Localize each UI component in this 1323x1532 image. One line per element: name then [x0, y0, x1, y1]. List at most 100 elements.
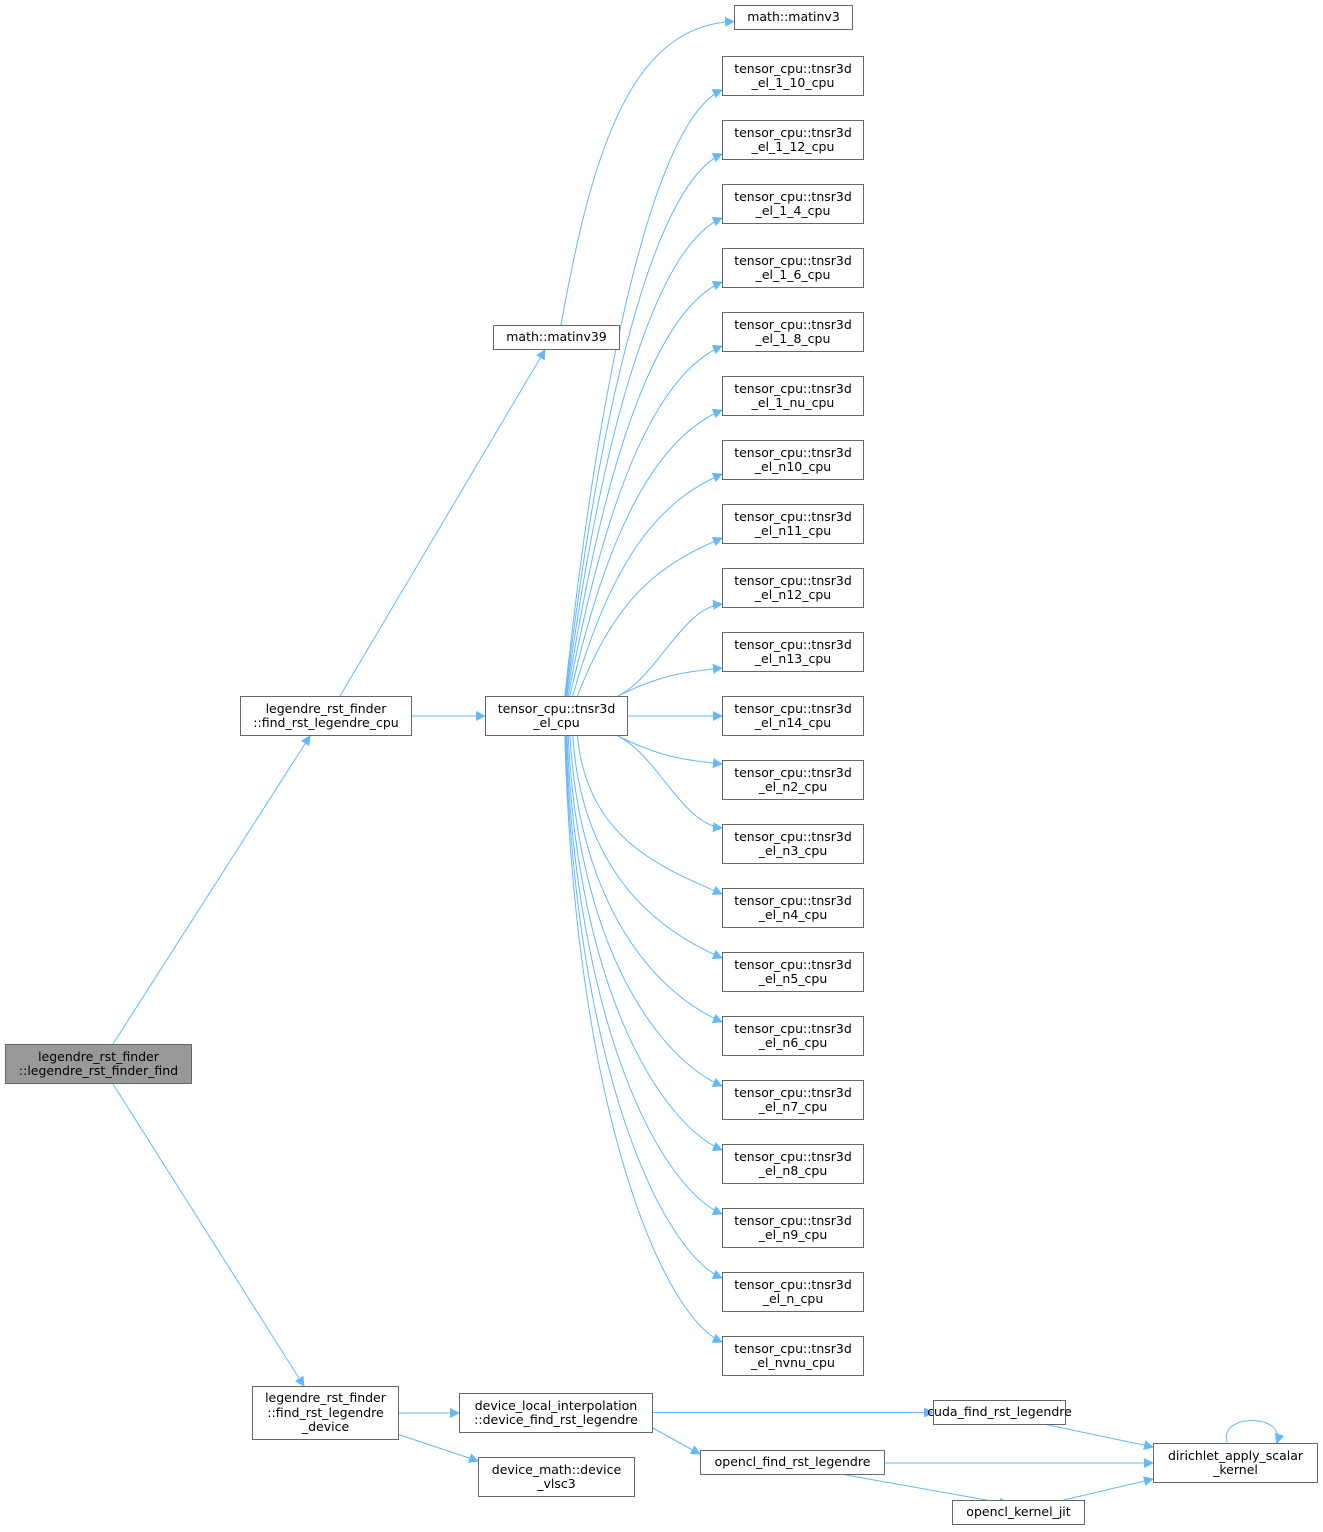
- node-label-line: legendre_rst_finder: [265, 1390, 386, 1406]
- node-find-cpu[interactable]: legendre_rst_finder::find_rst_legendre_c…: [240, 696, 412, 736]
- edge-find-device-to-vlsc3: [396, 1433, 479, 1463]
- node-cuda-find[interactable]: cuda_find_rst_legendre: [927, 1400, 1072, 1425]
- node-el-n8[interactable]: tensor_cpu::tnsr3d_el_n8_cpu: [722, 1144, 864, 1184]
- node-label-line: _el_n6_cpu: [758, 1035, 828, 1050]
- edge-dev-find-to-opencl-find: [650, 1426, 701, 1455]
- node-label-line: tensor_cpu::tnsr3d: [734, 380, 852, 396]
- node-el-1-8[interactable]: tensor_cpu::tnsr3d_el_1_8_cpu: [722, 312, 864, 352]
- node-label-line: _el_1_10_cpu: [751, 75, 835, 90]
- node-matinv39[interactable]: math::matinv39: [493, 325, 620, 350]
- node-label-line: _el_n4_cpu: [758, 907, 828, 922]
- node-label-line: tensor_cpu::tnsr3d: [734, 124, 852, 140]
- node-vlsc3[interactable]: device_math::device_vlsc3: [478, 1457, 635, 1497]
- node-label-line: _el_n8_cpu: [758, 1163, 828, 1178]
- node-label-line: opencl_find_rst_legendre: [714, 1454, 871, 1470]
- node-label-line: math::matinv39: [506, 329, 607, 345]
- node-el-n[interactable]: tensor_cpu::tnsr3d_el_n_cpu: [722, 1272, 864, 1312]
- node-label-line: _vlsc3: [537, 1476, 576, 1491]
- node-label-line: _el_n13_cpu: [754, 651, 832, 666]
- node-el-n3[interactable]: tensor_cpu::tnsr3d_el_n3_cpu: [722, 824, 864, 864]
- node-el-n12[interactable]: tensor_cpu::tnsr3d_el_n12_cpu: [722, 568, 864, 608]
- node-label-line: _el_n14_cpu: [754, 715, 832, 730]
- edge-tnsr3d-el-cpu-to-el-n6: [569, 735, 723, 1024]
- node-label-line: _el_n3_cpu: [758, 843, 828, 858]
- node-tnsr3d-el-cpu[interactable]: tensor_cpu::tnsr3d_el_cpu: [485, 696, 628, 736]
- node-el-n5[interactable]: tensor_cpu::tnsr3d_el_n5_cpu: [722, 952, 864, 992]
- node-label-line: legendre_rst_finder: [265, 700, 387, 716]
- node-label-line: ::find_rst_legendre_cpu: [253, 715, 399, 730]
- node-el-1-nu[interactable]: tensor_cpu::tnsr3d_el_1_nu_cpu: [722, 376, 864, 416]
- node-el-nvnu[interactable]: tensor_cpu::tnsr3d_el_nvnu_cpu: [722, 1336, 864, 1376]
- node-label-line: _el_cpu: [533, 715, 580, 730]
- node-find-device[interactable]: legendre_rst_finder::find_rst_legendre_d…: [252, 1386, 399, 1440]
- edge-tnsr3d-el-cpu-to-el-n4: [576, 735, 723, 896]
- node-label-line: tensor_cpu::tnsr3d: [734, 1340, 852, 1356]
- edge-tnsr3d-el-cpu-to-el-n13: [617, 663, 723, 697]
- node-el-n7[interactable]: tensor_cpu::tnsr3d_el_n7_cpu: [722, 1080, 864, 1120]
- node-matinv3[interactable]: math::matinv3: [734, 5, 853, 30]
- edge-tnsr3d-el-cpu-to-el-n8: [566, 735, 723, 1151]
- node-label-line: tensor_cpu::tnsr3d: [734, 828, 852, 844]
- node-dev-find[interactable]: device_local_interpolation::device_find_…: [459, 1393, 653, 1433]
- node-label-line: _el_nvnu_cpu: [751, 1355, 835, 1370]
- node-el-n4[interactable]: tensor_cpu::tnsr3d_el_n4_cpu: [722, 888, 864, 928]
- node-label-line: _el_1_nu_cpu: [751, 395, 835, 410]
- node-label-line: _el_n5_cpu: [758, 971, 828, 986]
- node-el-n10[interactable]: tensor_cpu::tnsr3d_el_n10_cpu: [722, 440, 864, 480]
- node-label-line: tensor_cpu::tnsr3d: [734, 700, 852, 716]
- edge-dirichlet-to-dirichlet: [1225, 1420, 1285, 1444]
- node-el-n6[interactable]: tensor_cpu::tnsr3d_el_n6_cpu: [722, 1016, 864, 1056]
- node-opencl-jit[interactable]: opencl_kernel_jit: [952, 1500, 1085, 1525]
- node-label-line: tensor_cpu::tnsr3d: [734, 892, 852, 908]
- edge-tnsr3d-el-cpu-to-el-n: [564, 735, 723, 1279]
- node-el-n2[interactable]: tensor_cpu::tnsr3d_el_n2_cpu: [722, 760, 864, 800]
- edge-tnsr3d-el-cpu-to-el-1-nu: [569, 408, 723, 697]
- node-el-1-6[interactable]: tensor_cpu::tnsr3d_el_1_6_cpu: [722, 248, 864, 288]
- node-label-line: _el_n9_cpu: [758, 1227, 828, 1242]
- node-label-line: _el_n11_cpu: [754, 523, 832, 538]
- edge-tnsr3d-el-cpu-to-el-1-8: [567, 345, 723, 697]
- node-label-line: tensor_cpu::tnsr3d: [734, 252, 852, 268]
- edge-tnsr3d-el-cpu-to-el-1-10: [564, 89, 723, 697]
- node-label-line: tensor_cpu::tnsr3d: [734, 188, 852, 204]
- node-label-line: tensor_cpu::tnsr3d: [734, 572, 852, 588]
- edge-tnsr3d-el-cpu-to-el-n10: [572, 472, 723, 697]
- node-el-n11[interactable]: tensor_cpu::tnsr3d_el_n11_cpu: [722, 504, 864, 544]
- node-el-n13[interactable]: tensor_cpu::tnsr3d_el_n13_cpu: [722, 632, 864, 672]
- node-root: legendre_rst_finder::legendre_rst_finder…: [5, 1044, 192, 1084]
- node-label-line: _el_1_8_cpu: [755, 331, 831, 346]
- node-label-line: _el_n10_cpu: [754, 459, 832, 474]
- edge-tnsr3d-el-cpu-to-el-n7: [567, 735, 723, 1087]
- edge-tnsr3d-el-cpu-to-el-1-6: [566, 281, 723, 697]
- edge-tnsr3d-el-cpu-to-el-n9: [565, 735, 723, 1215]
- edge-tnsr3d-el-cpu-to-el-n12: [617, 599, 723, 697]
- edge-matinv39-to-matinv3: [560, 16, 735, 326]
- node-label-line: ::find_rst_legendre: [267, 1404, 384, 1420]
- node-label-line: device_math::device: [491, 1461, 622, 1477]
- node-el-1-10[interactable]: tensor_cpu::tnsr3d_el_1_10_cpu: [722, 56, 864, 96]
- edge-tnsr3d-el-cpu-to-el-n3: [617, 735, 723, 833]
- node-el-1-4[interactable]: tensor_cpu::tnsr3d_el_1_4_cpu: [722, 184, 864, 224]
- node-label-line: legendre_rst_finder: [38, 1048, 159, 1064]
- node-opencl-find[interactable]: opencl_find_rst_legendre: [700, 1450, 885, 1475]
- node-el-1-12[interactable]: tensor_cpu::tnsr3d_el_1_12_cpu: [722, 120, 864, 160]
- node-label-line: _el_n7_cpu: [758, 1099, 828, 1114]
- node-label-line: math::matinv3: [747, 9, 840, 25]
- node-label-line: tensor_cpu::tnsr3d: [734, 764, 852, 780]
- edge-tnsr3d-el-cpu-to-el-nvnu: [564, 735, 723, 1343]
- node-label-line: tensor_cpu::tnsr3d: [734, 956, 852, 972]
- node-label-line: tensor_cpu::tnsr3d: [734, 636, 852, 652]
- node-label-line: cuda_find_rst_legendre: [927, 1404, 1072, 1420]
- node-el-n9[interactable]: tensor_cpu::tnsr3d_el_n9_cpu: [722, 1208, 864, 1248]
- edge-tnsr3d-el-cpu-to-el-1-4: [565, 217, 723, 697]
- edge-tnsr3d-el-cpu-to-el-n5: [572, 735, 723, 960]
- node-label-line: ::legendre_rst_finder_find: [18, 1063, 179, 1078]
- edge-root-to-find-cpu: [112, 735, 311, 1045]
- node-label-line: _el_n2_cpu: [758, 779, 828, 794]
- node-dirichlet[interactable]: dirichlet_apply_scalar_kernel: [1153, 1443, 1318, 1483]
- node-el-n14[interactable]: tensor_cpu::tnsr3d_el_n14_cpu: [722, 696, 864, 736]
- node-label-line: device_local_interpolation: [474, 1397, 638, 1413]
- node-label-line: _el_n_cpu: [762, 1291, 824, 1306]
- node-label-line: tensor_cpu::tnsr3d: [734, 1276, 852, 1292]
